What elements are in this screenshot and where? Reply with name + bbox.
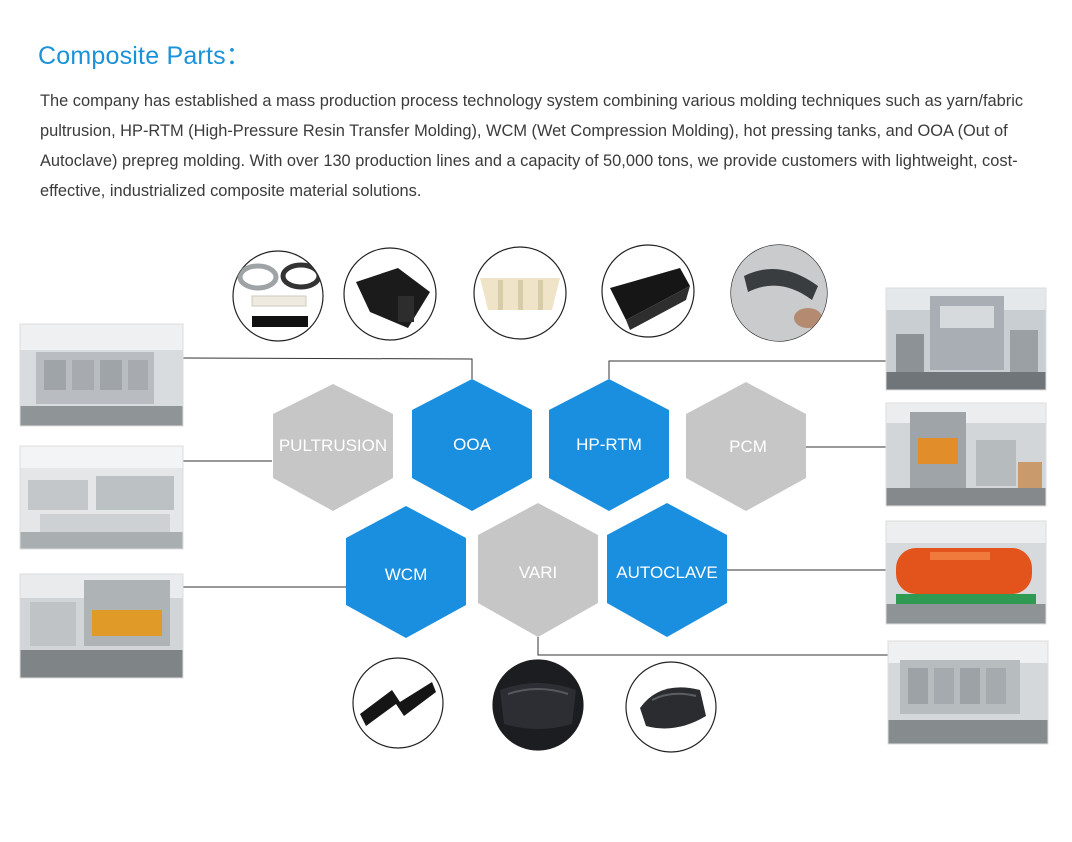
connector-lines bbox=[182, 357, 888, 656]
factory-photo-right-4 bbox=[887, 640, 1049, 745]
factory-photo-left-2 bbox=[19, 445, 184, 550]
hexagon-vari: VARI bbox=[478, 503, 598, 637]
hexagon-autoclave: AUTOCLAVE bbox=[607, 503, 727, 637]
hex-hp-rtm-shape bbox=[549, 379, 669, 511]
hex-label-vari: VARI bbox=[519, 563, 557, 582]
hex-label-autoclave: AUTOCLAVE bbox=[616, 563, 717, 582]
product-photo-1 bbox=[232, 250, 324, 342]
hexagon-pcm: PCM bbox=[686, 382, 806, 511]
hexagon-wcm: WCM bbox=[346, 506, 466, 638]
product-photo-4 bbox=[601, 244, 695, 338]
factory-photo-right-1 bbox=[885, 287, 1047, 391]
intro-paragraph: The company has established a mass produ… bbox=[40, 92, 1024, 200]
hexagon-ooa: OOA bbox=[412, 379, 532, 511]
factory-photo-left-3 bbox=[19, 573, 184, 679]
page-title: Composite Parts： bbox=[38, 42, 251, 70]
product-photo-3 bbox=[473, 246, 567, 340]
hex-vari-shape bbox=[478, 503, 598, 637]
hexagon-hp-rtm: HP-RTM bbox=[549, 379, 669, 511]
hex-label-ooa: OOA bbox=[453, 435, 491, 454]
hex-pcm-shape bbox=[686, 382, 806, 511]
product-photo-8 bbox=[625, 661, 717, 753]
hexagon-pultrusion: PULTRUSION bbox=[273, 384, 393, 511]
hex-autoclave-shape bbox=[607, 503, 727, 637]
product-photo-7 bbox=[492, 659, 584, 751]
factory-photo-right-3 bbox=[885, 520, 1047, 625]
product-photo-5 bbox=[730, 244, 828, 342]
factory-photo-left-1 bbox=[19, 323, 184, 427]
hex-label-hp-rtm: HP-RTM bbox=[576, 435, 642, 454]
hex-label-pultrusion: PULTRUSION bbox=[279, 436, 387, 455]
hex-label-wcm: WCM bbox=[385, 565, 427, 584]
hex-pultrusion-shape bbox=[273, 384, 393, 511]
product-photo-6 bbox=[352, 657, 444, 749]
hex-wcm-shape bbox=[346, 506, 466, 638]
hex-ooa-shape bbox=[412, 379, 532, 511]
factory-photo-right-2 bbox=[885, 402, 1047, 507]
hex-label-pcm: PCM bbox=[729, 437, 767, 456]
product-photo-2 bbox=[343, 247, 437, 341]
